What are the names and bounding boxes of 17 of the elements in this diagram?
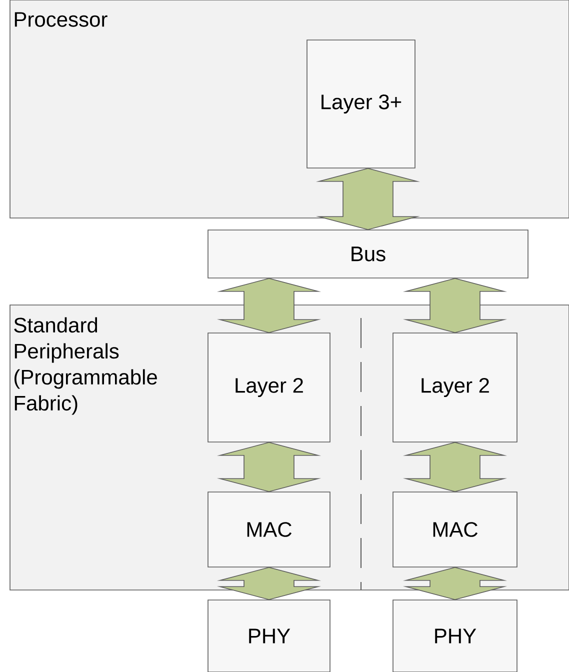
double-arrow <box>402 567 508 600</box>
process-box: Layer 2 <box>392 332 518 442</box>
double-arrow <box>216 567 322 600</box>
process-box: Bus <box>208 230 528 278</box>
panel-label: Standard Peripherals (Programmable Fabric) <box>14 317 157 415</box>
process-box: PHY <box>392 600 518 672</box>
process-box: Layer 3+ <box>306 40 416 168</box>
panel-label: Processor <box>14 12 108 27</box>
double-arrow <box>316 168 420 230</box>
process-box: MAC <box>208 492 330 568</box>
process-box: PHY <box>208 600 330 672</box>
double-arrow <box>216 442 322 492</box>
double-arrow <box>216 278 322 334</box>
process-box: MAC <box>392 492 518 568</box>
double-arrow <box>402 278 508 334</box>
double-arrow <box>402 442 508 492</box>
process-box: Layer 2 <box>208 332 330 442</box>
